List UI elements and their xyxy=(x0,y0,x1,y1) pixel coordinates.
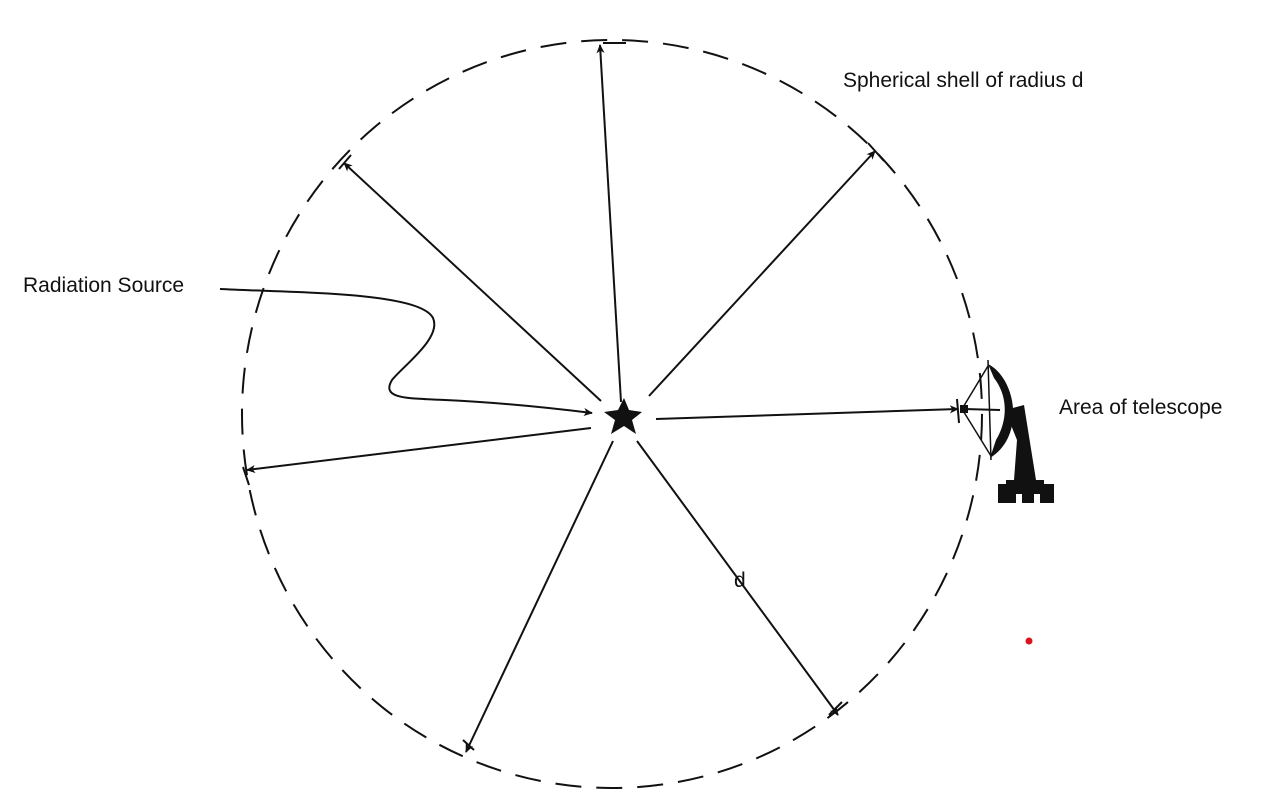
star-icon xyxy=(604,398,642,434)
spherical-shell xyxy=(241,39,983,789)
radius-arrow-upper-right xyxy=(648,150,876,397)
radius-arrow-left xyxy=(246,427,592,474)
telescope-label: Area of telescope xyxy=(1059,396,1222,419)
source-label: Radiation Source xyxy=(23,274,184,297)
radius-label-d: d xyxy=(734,569,746,592)
radius-arrow-up xyxy=(596,44,622,403)
radius-arrow-right xyxy=(655,405,959,420)
red-dot-marker xyxy=(1025,637,1033,645)
shell-label: Spherical shell of radius d xyxy=(843,69,1083,92)
source-pointer-curve xyxy=(219,288,593,417)
shell-tick-marks xyxy=(242,42,960,751)
radius-arrow-lower-left xyxy=(465,440,614,753)
radius-arrow-lower-right-d xyxy=(636,440,839,716)
radio-telescope-icon xyxy=(960,359,1054,503)
radius-arrow-upper-left xyxy=(343,162,602,402)
